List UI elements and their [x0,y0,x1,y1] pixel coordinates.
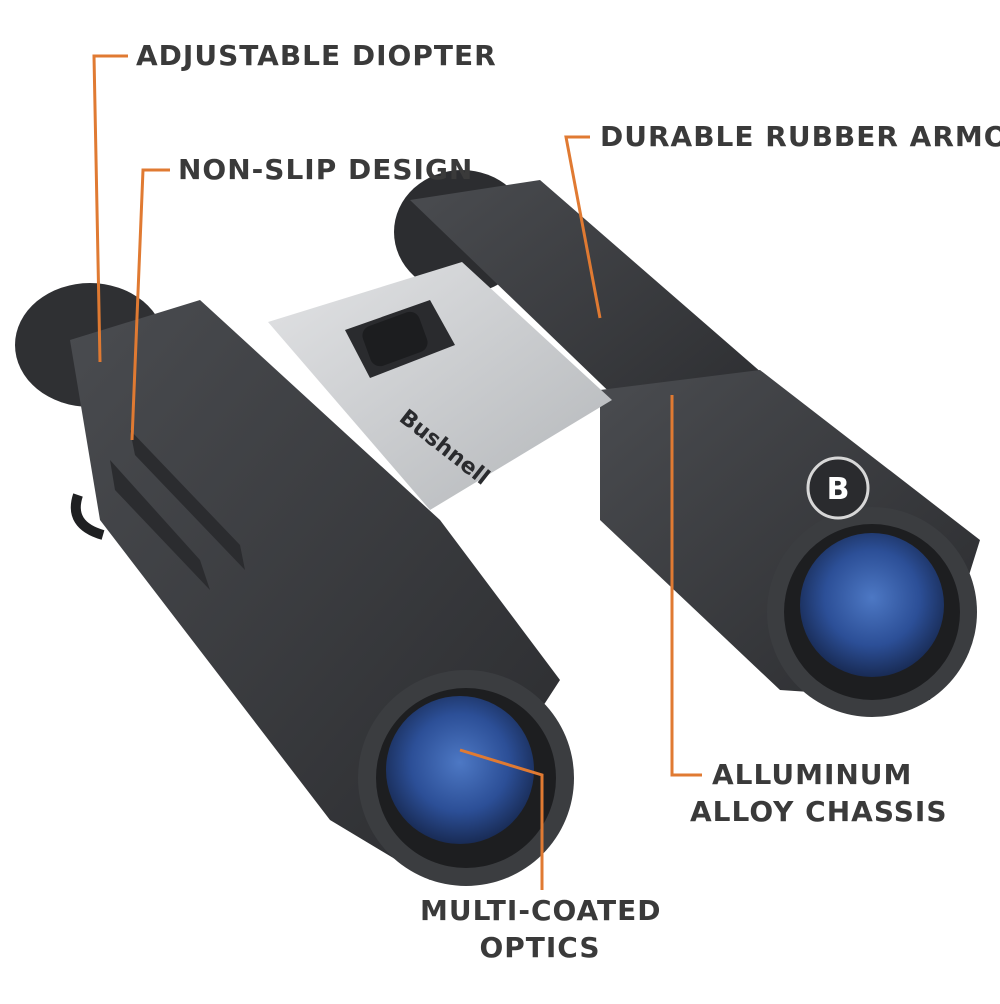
grip-ridge [110,460,210,590]
callout-adjustable-diopter: ADJUSTABLE DIOPTER [136,39,497,72]
callout-chassis-line1: ALLUMINUM [712,758,913,791]
callout-line-nonslip [130,168,170,441]
callout-non-slip-design: NON-SLIP DESIGN [178,153,474,186]
callout-lines [92,54,702,890]
aluminum-bridge: Bushnell [268,262,612,510]
grip-ridge [130,430,245,570]
right-lens [800,533,944,677]
badge-letter: B [827,472,850,507]
focus-wheel [362,311,428,367]
strap-loop [70,493,105,540]
callout-line-armor [564,135,602,319]
left-lens [386,696,534,844]
right-barrel: B [600,370,980,717]
callout-optics-line2: OPTICS [479,931,601,964]
callout-line-optics [459,748,544,890]
brand-badge [806,456,870,520]
callout-chassis-line2: ALLOY CHASSIS [690,795,948,828]
callout-durable-rubber-armor: DURABLE RUBBER ARMOR [600,120,1000,153]
left-barrel [15,283,574,886]
callout-line-chassis [670,395,702,777]
callout-line-diopter [92,54,128,363]
callout-optics-line1: MULTI-COATED [420,894,662,927]
